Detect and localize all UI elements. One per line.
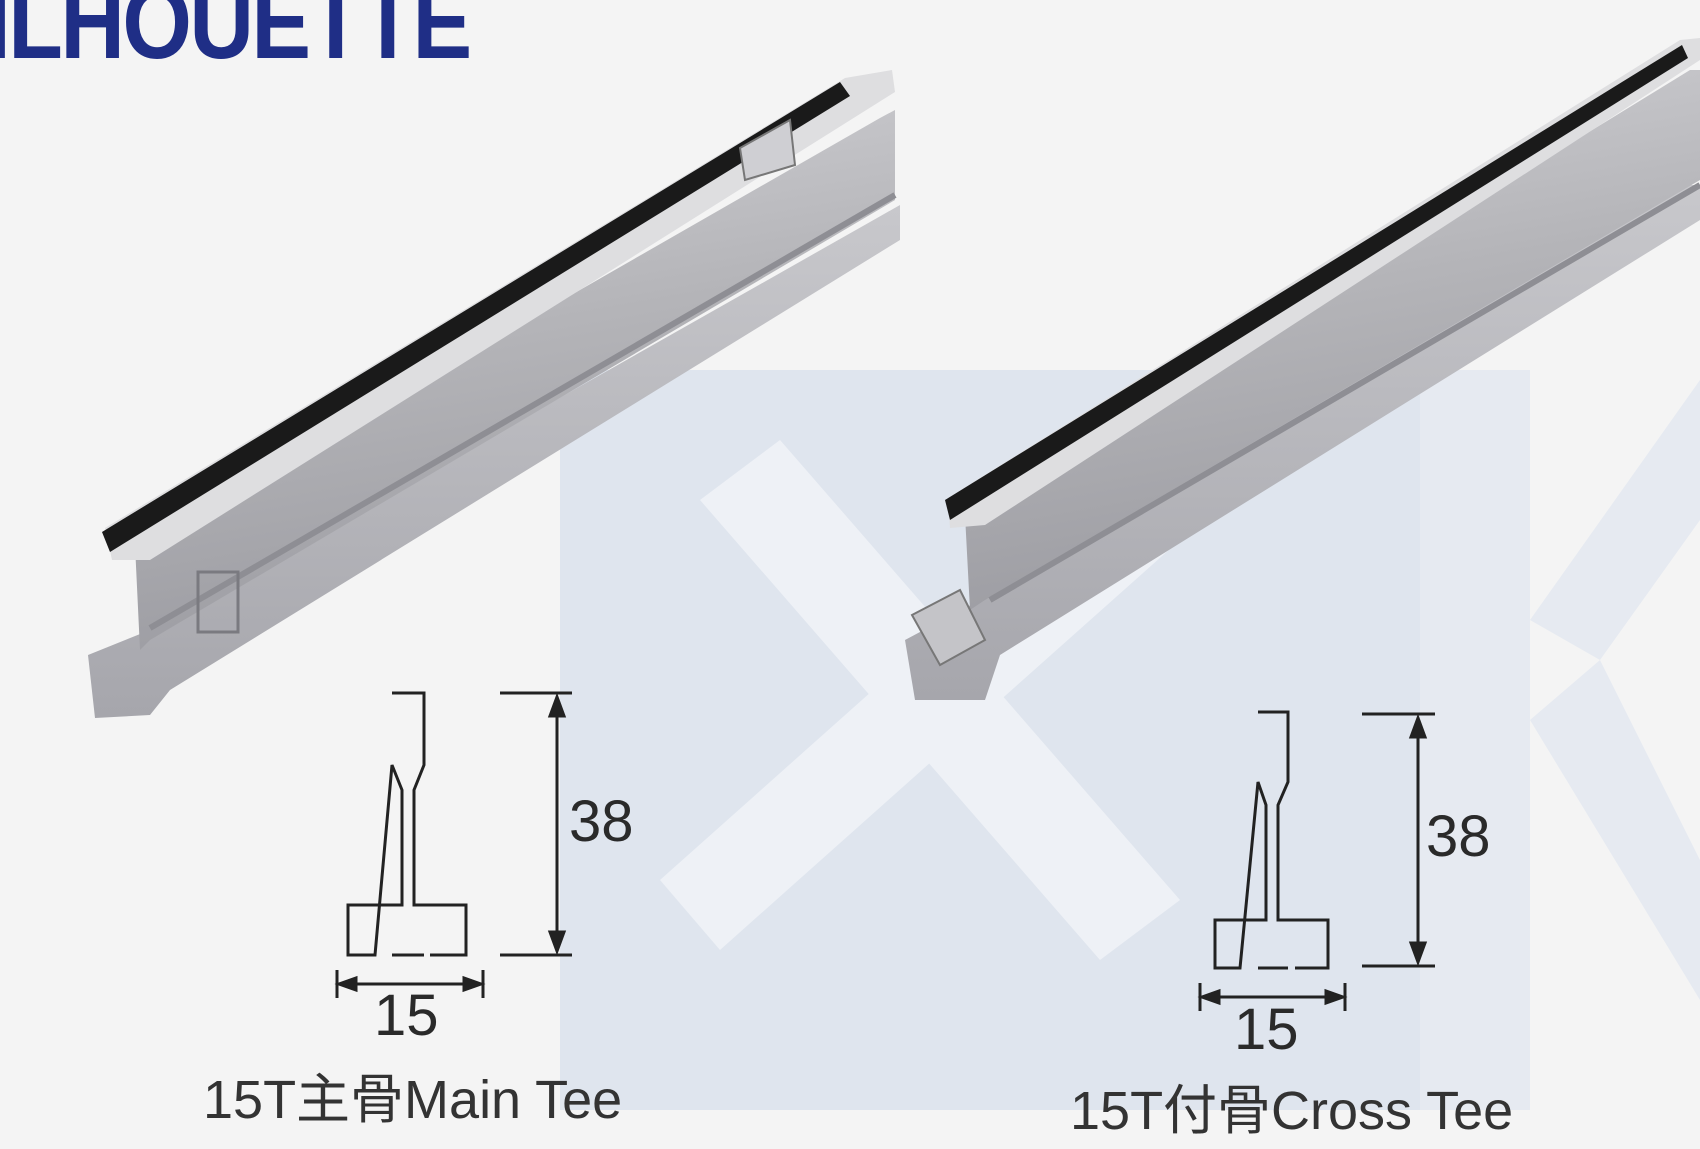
cross-tee-height-label: 38 [1426,804,1491,869]
main-tee-lower-bulb [88,205,900,718]
cross-tee-outline [1213,710,1330,970]
main-tee-width-label: 15 [374,983,439,1048]
cross-tee-caption: 15T付骨Cross Tee [1070,1081,1514,1141]
watermark-k-leg [1530,660,1700,1000]
cross-tee-end-clip [910,588,987,667]
main-tee-rail [88,70,900,718]
main-tee-arrow-down [547,930,567,956]
main-tee-caption: 15T主骨Main Tee [203,1070,623,1130]
cross-tee-web-groove [988,182,1700,603]
watermark-k-stem [1420,370,1530,1110]
cross-tee-profile [1197,710,1435,1011]
main-tee-end-tab [738,118,797,182]
main-tee-web [135,110,895,650]
main-tee-cap-strip [102,82,850,552]
watermark-k-arm [1530,380,1700,660]
cross-tee-arrow-left [1197,988,1221,1006]
main-tee-arrow-right [462,975,486,993]
main-tee-top-edge [105,70,895,560]
cross-tee-arrow-down [1408,941,1428,967]
main-tee-outline [346,691,468,957]
cross-tee-lower-bulb [905,185,1700,700]
main-tee-arrow-up [547,692,567,718]
main-tee-slot [196,570,240,634]
main-tee-height-label: 38 [569,789,634,854]
cross-tee-width-label: 15 [1234,997,1299,1062]
main-tee-profile [334,691,572,998]
cross-tee-cap-strip [945,45,1688,520]
brand-title: ILHOUETTE [0,0,472,81]
main-tee-web-groove [148,192,897,631]
cross-tee-arrow-up [1408,713,1428,739]
main-tee-arrow-left [334,975,358,993]
cross-tee-arrow-right [1324,988,1348,1006]
cross-tee-rail [905,38,1700,700]
cross-tee-web [965,70,1700,610]
